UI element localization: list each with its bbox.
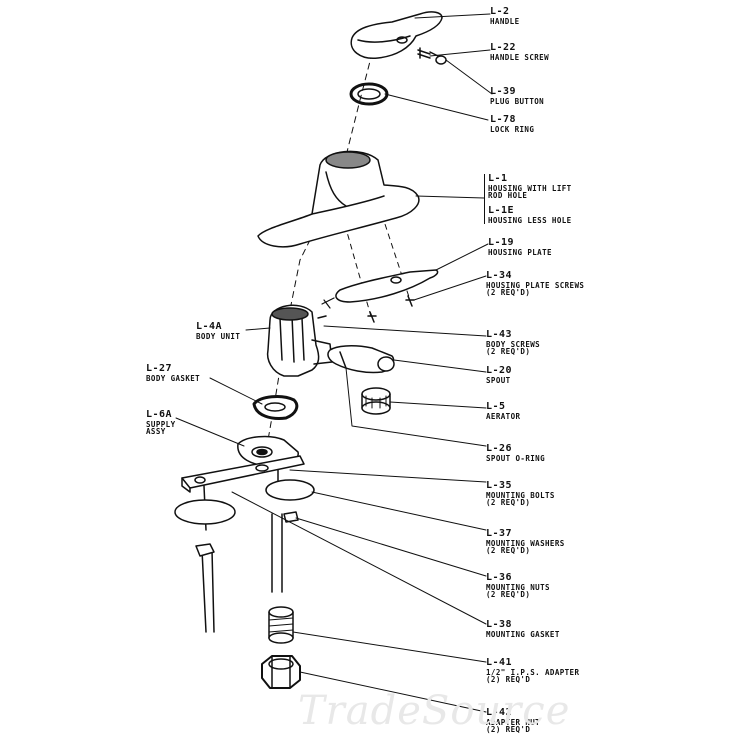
leader-l22: [429, 49, 491, 57]
housing-plate-part: [335, 269, 439, 303]
leader-l20: [393, 359, 487, 373]
housing-plate-screw-2: [367, 311, 377, 323]
leader-l43: [323, 325, 487, 337]
aerator-part: [361, 387, 391, 415]
housing-label-bracket: [484, 174, 486, 224]
lock-ring-part: [349, 82, 389, 106]
body-screw: [321, 297, 335, 309]
leader-l19: [435, 243, 489, 271]
leader-l5: [389, 401, 487, 409]
leader-l42: [299, 671, 487, 713]
leader-l27: [209, 377, 263, 405]
watermark-logo: TradeSource: [298, 688, 571, 734]
leader-l35: [289, 469, 487, 483]
housing-part: [257, 150, 420, 248]
mounting-washer-right: [265, 479, 315, 501]
spout-part: [327, 345, 395, 374]
leader-l36: [295, 517, 487, 577]
mounting-washer-left: [174, 499, 236, 525]
housing-plate-screw: [405, 295, 415, 307]
leader-l34: [413, 275, 487, 301]
leader-l38: [231, 491, 487, 625]
leader-l37: [311, 491, 487, 531]
adapter-nut-part: [261, 655, 301, 689]
body-unit-part: [266, 304, 333, 377]
leader-l39: [445, 59, 493, 95]
spout-axis-line: [344, 224, 373, 321]
leader-l26: [345, 367, 487, 447]
mounting-gasket-part: [181, 455, 305, 493]
plug-button-part: [435, 55, 447, 65]
leader-l2: [414, 13, 491, 19]
mounting-nut-left: [195, 543, 215, 557]
leader-l4a: [245, 327, 271, 331]
handle-part: [350, 11, 443, 59]
body-gasket-part: [252, 395, 299, 420]
handle-screw-part: [417, 47, 439, 59]
leader-l1: [415, 195, 485, 199]
leader-l78: [384, 93, 489, 121]
ips-adapter-part: [268, 606, 294, 644]
leader-l6a: [175, 417, 245, 447]
leader-l41: [292, 631, 487, 663]
